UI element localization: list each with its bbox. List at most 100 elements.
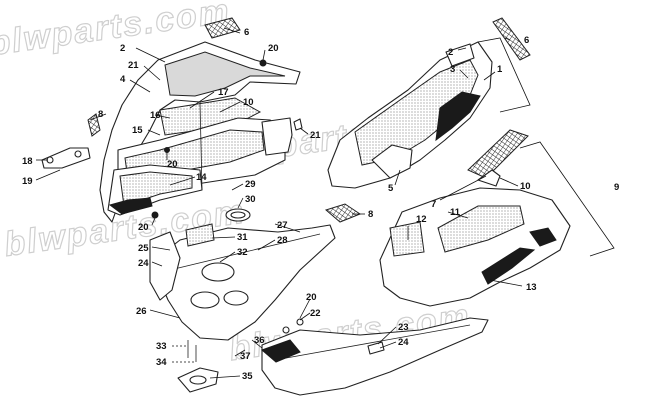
callout-6: 6 — [524, 35, 529, 46]
callout-10: 10 — [243, 97, 254, 108]
callout-10: 10 — [520, 181, 531, 192]
assembly-brackets — [477, 37, 615, 257]
right-lower-panel-pad — [389, 221, 425, 257]
callout-6: 6 — [244, 27, 249, 38]
callout-19: 19 — [22, 176, 33, 187]
callout-27: 27 — [277, 220, 288, 231]
callout-17: 17 — [218, 87, 229, 98]
leader-line — [35, 169, 61, 181]
callout-20: 20 — [268, 43, 279, 54]
side-panel-top-face — [164, 51, 286, 97]
belly-pan-opening — [201, 262, 235, 282]
callout-33: 33 — [156, 341, 167, 352]
lower-plate-hole — [189, 375, 207, 385]
belly-pan-opening — [190, 291, 220, 309]
leader-line — [299, 312, 311, 321]
callout-20: 20 — [167, 159, 178, 170]
callout-13: 13 — [526, 282, 537, 293]
bezel-ring-inner — [230, 211, 246, 219]
lower-skid-crease — [274, 324, 471, 361]
screw-icon — [293, 118, 303, 131]
callout-26: 26 — [136, 306, 147, 317]
callout-34: 34 — [156, 357, 167, 368]
leader-line — [499, 177, 519, 187]
fastener-icon — [282, 326, 290, 334]
side-panel-rear-housing — [261, 117, 293, 156]
right-lower-panel-clip — [477, 169, 501, 187]
side-panel-outer — [99, 41, 301, 223]
lower-vent-mesh — [324, 203, 362, 223]
upper-vent-mesh — [204, 17, 241, 39]
leader-line — [147, 129, 161, 136]
leader-line — [151, 246, 171, 251]
lower-skid-clip — [367, 341, 385, 355]
callout-28: 28 — [277, 235, 288, 246]
bracket-hole-icon — [74, 150, 82, 158]
leader-line — [237, 197, 244, 209]
callout-16: 16 — [150, 110, 161, 121]
leader-line — [439, 175, 487, 201]
callout-15: 15 — [132, 125, 143, 136]
callout-7: 7 — [431, 199, 436, 210]
callout-2: 2 — [120, 43, 125, 54]
leader-line — [223, 27, 241, 34]
callout-35: 35 — [242, 371, 253, 382]
leader-line — [251, 339, 263, 349]
callout-21: 21 — [128, 60, 139, 71]
lower-skid-pan — [261, 317, 489, 396]
belly-pan-assembly — [149, 208, 336, 393]
callout-18: 18 — [22, 156, 33, 167]
callout-11: 11 — [450, 207, 461, 218]
callout-labels: 1 2 2 3 4 5 6 6 7 8 8 9 10 10 11 12 13 1… — [22, 27, 619, 382]
lower-skid-front-trim — [261, 339, 301, 363]
leader-line — [189, 91, 215, 109]
leader-line — [231, 183, 244, 191]
callout-9: 9 — [614, 182, 619, 193]
leader-line — [394, 169, 401, 186]
fastener-icon — [151, 211, 159, 219]
leader-line — [169, 176, 196, 186]
fastener-icon — [296, 318, 304, 326]
callout-29: 29 — [245, 179, 256, 190]
leader-line — [209, 375, 241, 379]
callout-8: 8 — [98, 109, 103, 120]
leader-line — [234, 349, 246, 357]
leader-line — [379, 341, 397, 349]
belly-pan-pad — [185, 223, 215, 247]
leader-line — [459, 69, 469, 79]
leader-line — [489, 279, 523, 287]
bracket-line — [477, 37, 531, 113]
right-lower-panel-vent-insert — [529, 227, 557, 247]
callout-12: 12 — [416, 214, 427, 225]
leader-lines — [35, 27, 523, 379]
right-upper-panel-top-cap — [445, 43, 475, 67]
leader-line — [504, 37, 511, 41]
belly-pan-opening — [223, 290, 249, 306]
belly-pan-crease — [169, 233, 321, 271]
callout-5: 5 — [388, 183, 394, 194]
leader-line — [219, 101, 241, 113]
callout-25: 25 — [138, 243, 149, 254]
left-side-panel-assembly — [87, 17, 303, 223]
leader-line — [274, 223, 301, 233]
leader-line — [151, 217, 156, 226]
right-upper-panel-scoop — [371, 144, 413, 179]
lower-skid-assembly — [261, 317, 489, 396]
callout-37: 37 — [240, 351, 251, 362]
leader-line — [129, 79, 151, 93]
callout-36: 36 — [254, 335, 265, 346]
callout-8: 8 — [368, 209, 373, 220]
leader-line — [89, 113, 107, 121]
leader-line — [154, 114, 171, 119]
callout-32: 32 — [237, 247, 248, 258]
callout-21: 21 — [310, 130, 321, 141]
leader-line — [262, 49, 266, 61]
side-panel-crease — [199, 101, 203, 191]
leader-line — [151, 261, 163, 267]
callout-2: 2 — [448, 47, 453, 58]
leader-line — [257, 239, 276, 251]
callout-20: 20 — [138, 222, 149, 233]
right-lower-panel-assembly — [379, 169, 571, 307]
leader-line — [143, 65, 161, 81]
